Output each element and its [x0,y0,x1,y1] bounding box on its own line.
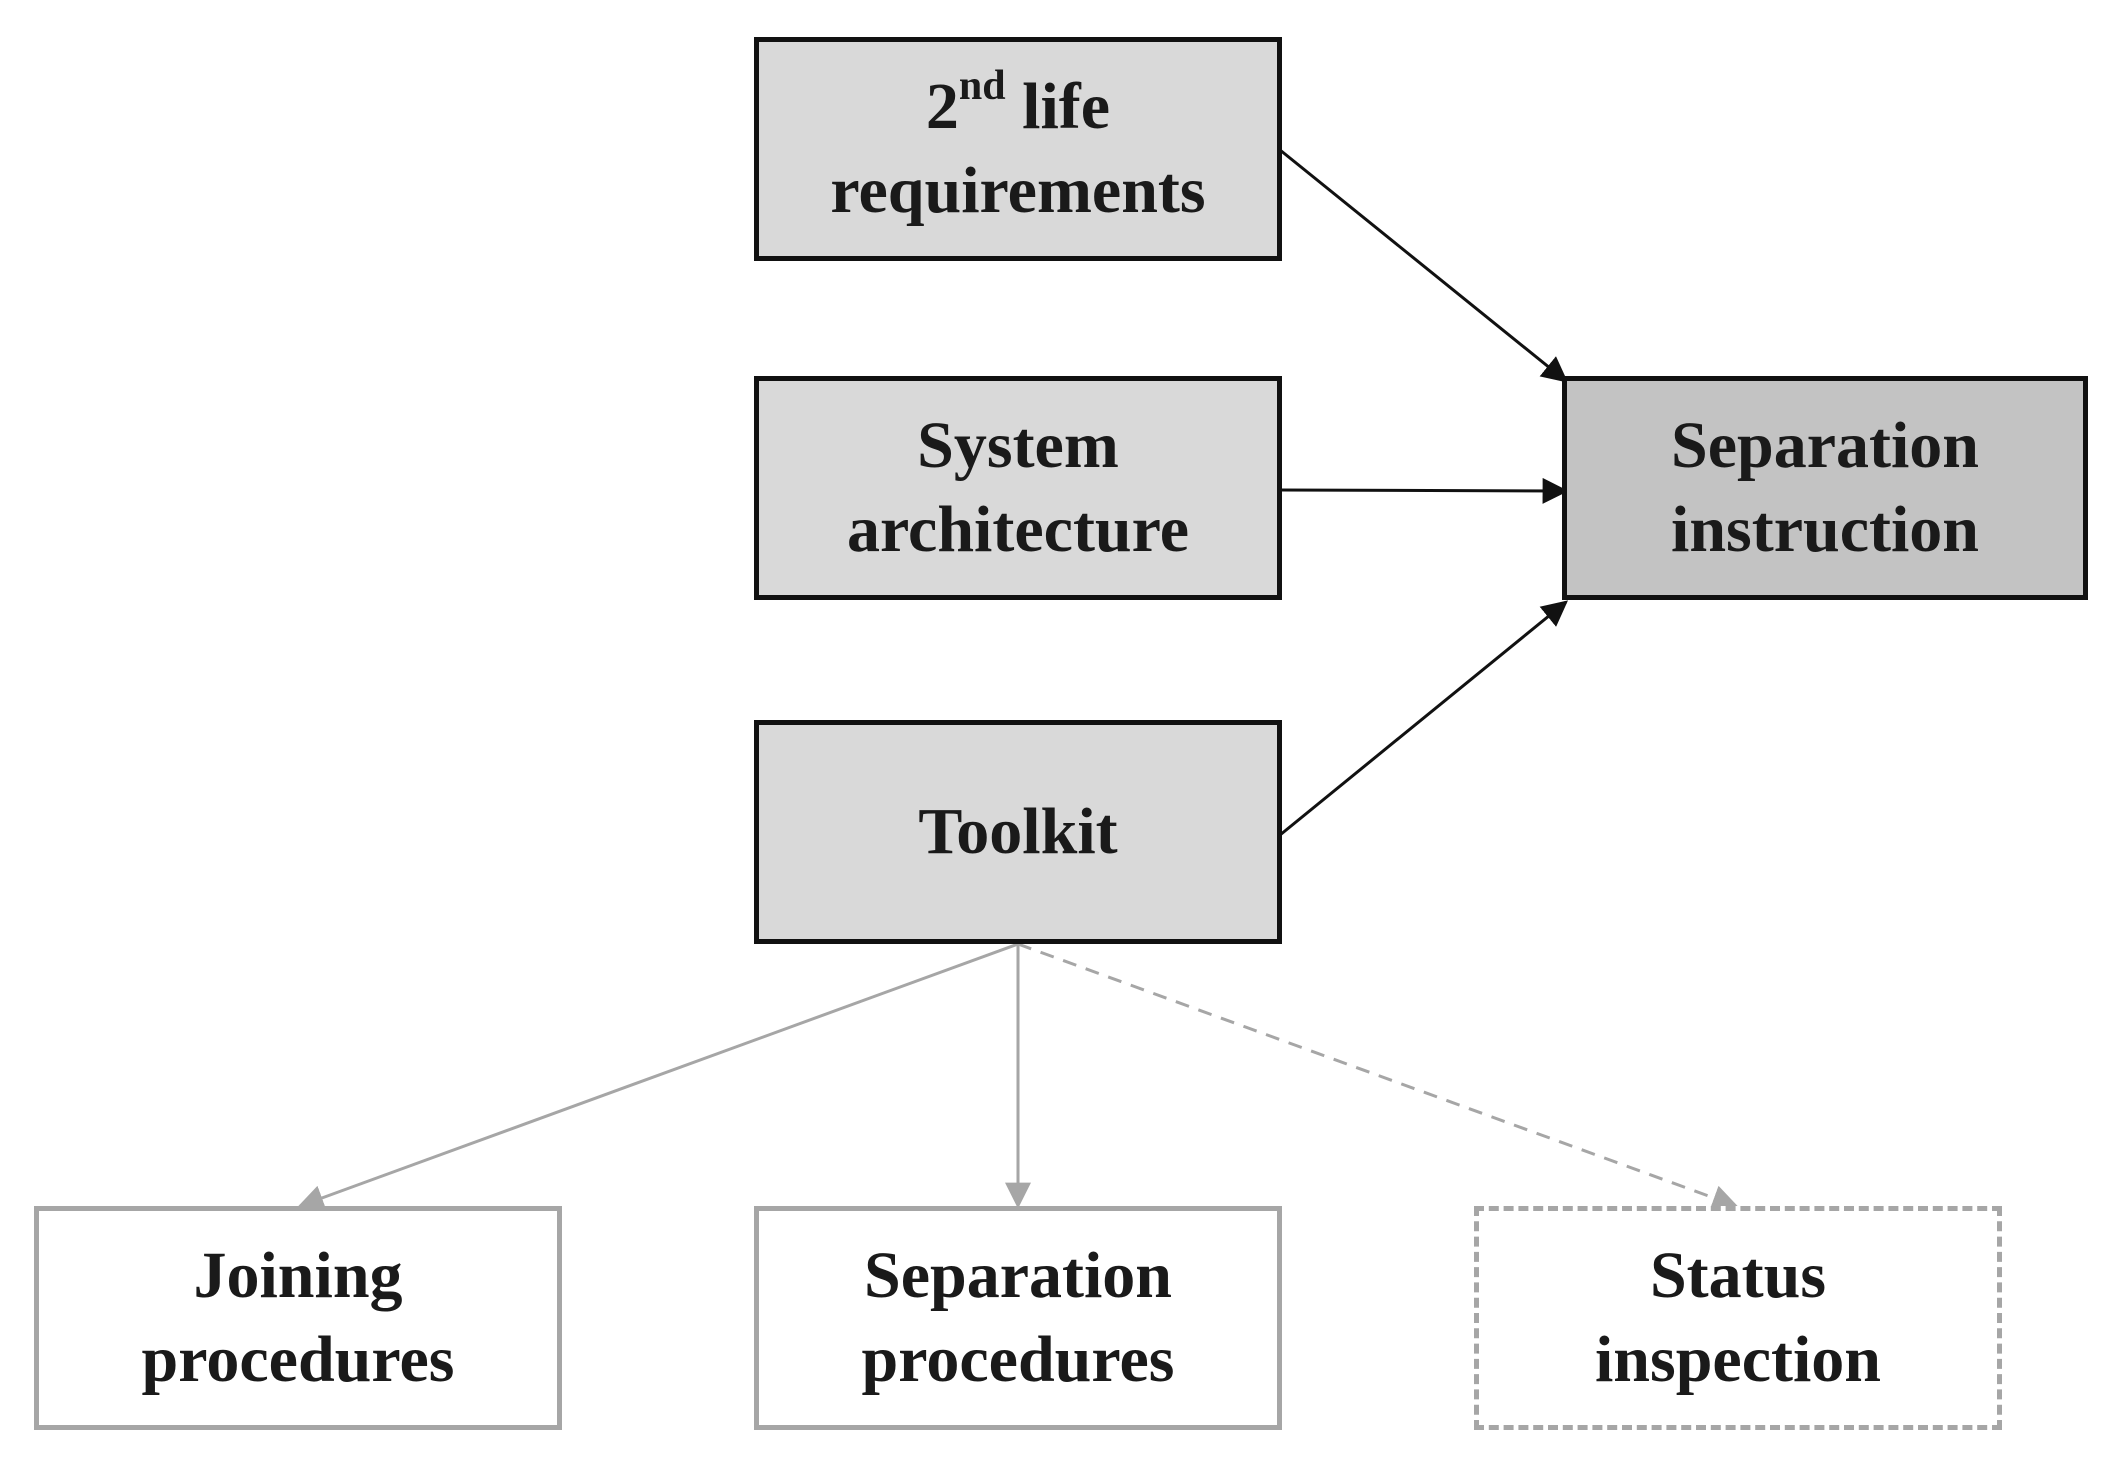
system-architecture-line1: System [917,409,1119,482]
toolkit-label: Toolkit [918,795,1118,868]
toolkit-box: Toolkit [754,720,1282,944]
separation-procedures-line1: Separation [863,1239,1173,1312]
status-inspection-box: Status inspection [1474,1206,2002,1430]
arrow-toolkit-to-joining [297,942,1019,1211]
arrow-toolkit-to-instruction [1279,600,1569,837]
arrow-architecture-to-instruction [1279,477,1569,504]
separation-instruction-line2: instruction [1670,493,1980,566]
ordinal-suffix: nd [958,63,1006,109]
status-inspection-line2: inspection [1594,1323,1882,1396]
second-life-requirements-box: 2nd life requirements [754,37,1282,261]
second-life-requirements-subtitle: requirements [830,154,1206,227]
arrow-toolkit-to-status-inspection [1017,942,1739,1211]
system-architecture-box: System architecture [754,376,1282,600]
second-life-requirements-title: 2nd life [925,63,1111,143]
separation-procedures-box: Separation procedures [754,1206,1282,1430]
system-architecture-line2: architecture [846,493,1190,566]
joining-procedures-line1: Joining [193,1239,403,1312]
status-inspection-line1: Status [1649,1239,1827,1312]
arrow-requirements-to-instruction [1279,148,1569,383]
joining-procedures-box: Joining procedures [34,1206,562,1430]
separation-instruction-line1: Separation [1670,409,1980,482]
joining-procedures-line2: procedures [141,1323,455,1396]
separation-instruction-box: Separation instruction [1562,376,2088,600]
separation-procedures-line2: procedures [861,1323,1175,1396]
